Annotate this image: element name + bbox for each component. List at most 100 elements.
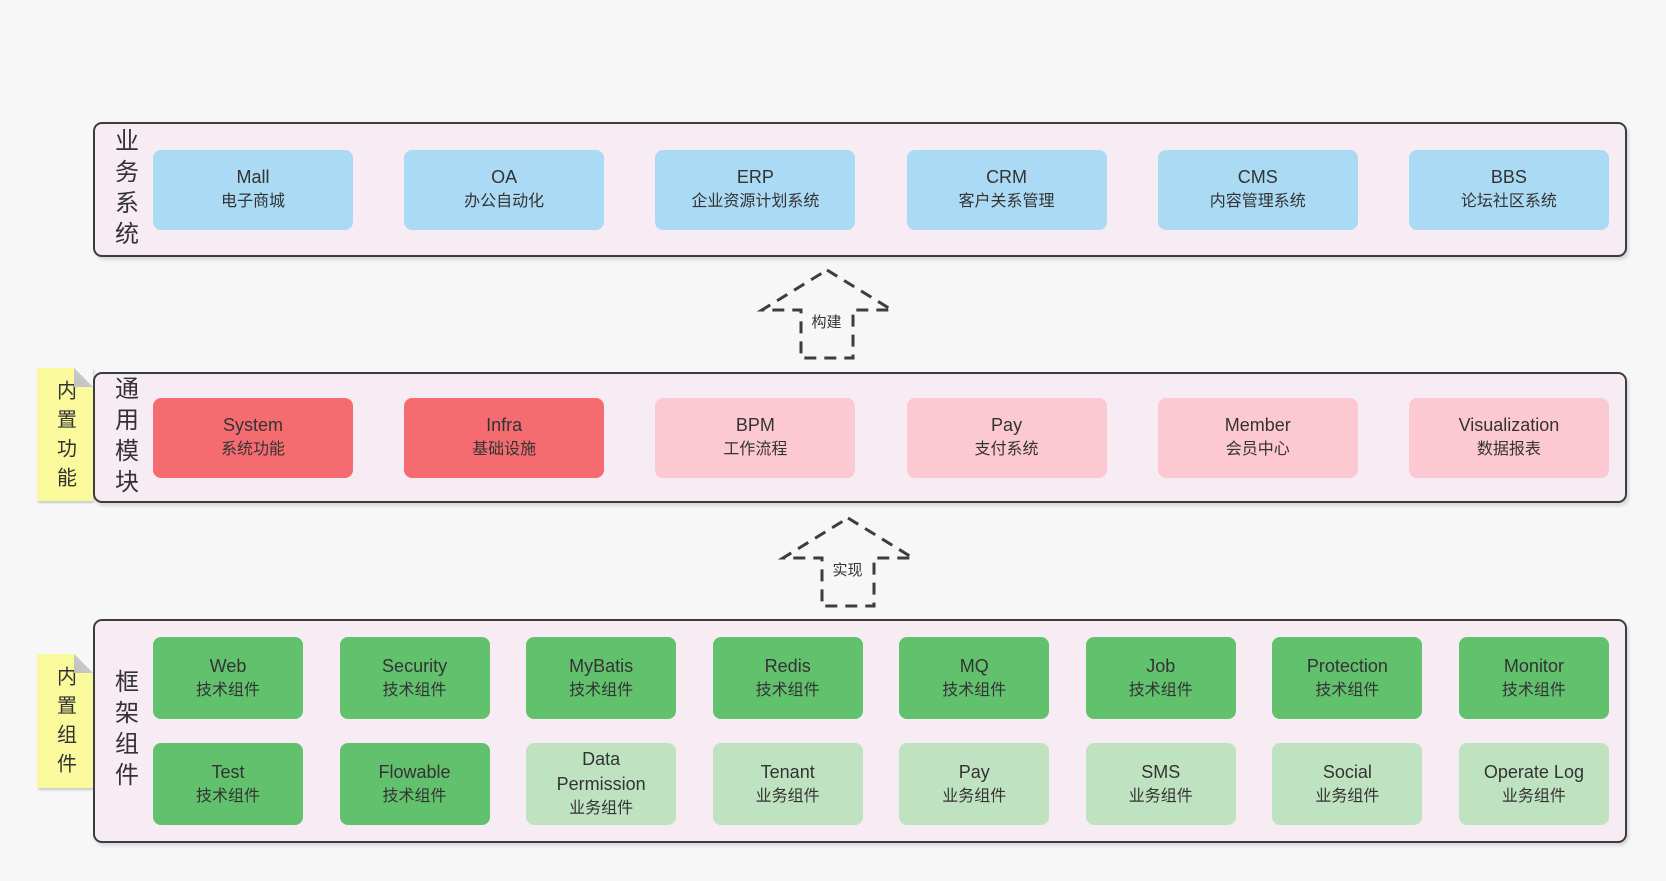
node-title: Infra bbox=[486, 415, 523, 435]
node-test: Test 技术组件 bbox=[153, 743, 303, 825]
node-subtitle: 论坛社区系统 bbox=[1460, 193, 1557, 210]
node-mq: MQ 技术组件 bbox=[899, 637, 1050, 719]
node-subtitle: 技术组件 bbox=[942, 681, 1007, 699]
node-title: Tenant bbox=[760, 761, 815, 782]
node-title: Flowable bbox=[378, 761, 451, 782]
node-title: MQ bbox=[959, 655, 989, 676]
node-title: Pay bbox=[991, 415, 1023, 435]
node-redis: Redis 技术组件 bbox=[712, 637, 863, 719]
node-bpm: BPM 工作流程 bbox=[655, 397, 856, 478]
node-bbs: BBS 论坛社区系统 bbox=[1408, 149, 1609, 230]
node-title: BBS bbox=[1490, 167, 1527, 187]
node-subtitle: 电子商城 bbox=[220, 193, 285, 210]
build-arrow-label: 构建 bbox=[808, 310, 845, 333]
node-subtitle: 业务组件 bbox=[1501, 787, 1566, 805]
node-title: Redis bbox=[764, 655, 811, 676]
node-mybatis: MyBatis 技术组件 bbox=[526, 637, 677, 719]
node-title: ERP bbox=[736, 167, 774, 187]
node-web: Web 技术组件 bbox=[153, 637, 303, 719]
build-arrow: 构建 bbox=[750, 266, 906, 362]
node-title: Mall bbox=[236, 167, 270, 187]
node-system: System 系统功能 bbox=[153, 397, 353, 478]
section-business-systems: 业务系统 Mall 电子商城 OA 办公自动化 ERP 企业资源计划系统 CRM 客户关系管理… bbox=[93, 122, 1627, 257]
node-title: Test bbox=[211, 761, 245, 782]
node-title: Job bbox=[1146, 655, 1176, 676]
node-title: Operate Log bbox=[1483, 761, 1584, 782]
node-grid-modules: System 系统功能 Infra 基础设施 BPM 工作流程 Pay 支付系统 Member 会… bbox=[153, 374, 1625, 501]
node-subtitle: 系统功能 bbox=[220, 441, 285, 458]
node-subtitle: 基础设施 bbox=[472, 441, 537, 458]
node-subtitle: 技术组件 bbox=[1128, 681, 1193, 699]
sticky-built-in-features-label: 内置功能 bbox=[53, 379, 76, 496]
sticky-built-in-components-label: 内置组件 bbox=[53, 666, 76, 782]
node-title: OA bbox=[491, 167, 518, 187]
node-title: Web bbox=[209, 655, 247, 676]
node-title: Pay bbox=[958, 761, 990, 782]
node-subtitle: 技术组件 bbox=[195, 787, 260, 805]
node-subtitle: 办公自动化 bbox=[464, 193, 545, 210]
node-subtitle: 内容管理系统 bbox=[1209, 193, 1306, 210]
node-row: Mall 电子商城 OA 办公自动化 ERP 企业资源计划系统 CRM 客户关系管理 CMS 内容… bbox=[153, 149, 1609, 230]
node-subtitle: 技术组件 bbox=[1501, 681, 1566, 699]
node-row: System 系统功能 Infra 基础设施 BPM 工作流程 Pay 支付系统 Member 会… bbox=[153, 397, 1609, 478]
node-subtitle: 企业资源计划系统 bbox=[691, 193, 820, 210]
node-subtitle: 工作流程 bbox=[723, 441, 788, 458]
node-subtitle: 技术组件 bbox=[569, 681, 634, 699]
node-title: Monitor bbox=[1503, 655, 1564, 676]
node-job: Job 技术组件 bbox=[1085, 637, 1236, 719]
node-operate-log: Operate Log 业务组件 bbox=[1458, 743, 1609, 825]
node-crm: CRM 客户关系管理 bbox=[906, 149, 1107, 230]
node-visualization: Visualization 数据报表 bbox=[1408, 397, 1609, 478]
node-title: BPM bbox=[735, 415, 775, 435]
node-subtitle: 技术组件 bbox=[382, 787, 447, 805]
node-subtitle: 数据报表 bbox=[1476, 441, 1541, 458]
node-subtitle: 客户关系管理 bbox=[958, 193, 1055, 210]
node-title: Protection bbox=[1306, 655, 1388, 676]
node-pay: Pay 支付系统 bbox=[906, 397, 1107, 478]
node-security: Security 技术组件 bbox=[339, 637, 490, 719]
node-title: CMS bbox=[1237, 167, 1278, 187]
node-subtitle: 会员中心 bbox=[1225, 441, 1290, 458]
node-subtitle: 技术组件 bbox=[755, 681, 820, 699]
node-title: Data Permission bbox=[556, 749, 646, 794]
node-oa: OA 办公自动化 bbox=[404, 149, 605, 230]
sticky-fold-icon bbox=[74, 654, 93, 673]
node-subtitle: 技术组件 bbox=[195, 681, 260, 699]
node-title: MyBatis bbox=[569, 655, 634, 676]
section-title-business: 业务系统 bbox=[110, 127, 138, 252]
node-subtitle: 业务组件 bbox=[1128, 787, 1193, 805]
node-title: Visualization bbox=[1458, 415, 1560, 435]
node-subtitle: 业务组件 bbox=[1315, 787, 1380, 805]
node-title: Security bbox=[382, 655, 448, 676]
node-title: System bbox=[222, 415, 283, 435]
node-title: Member bbox=[1224, 415, 1291, 435]
node-subtitle: 技术组件 bbox=[1315, 681, 1380, 699]
node-grid-business: Mall 电子商城 OA 办公自动化 ERP 企业资源计划系统 CRM 客户关系管理 CMS 内容… bbox=[153, 124, 1625, 255]
node-flowable: Flowable 技术组件 bbox=[339, 743, 490, 825]
sticky-built-in-features: 内置功能 bbox=[37, 368, 93, 501]
node-subtitle: 业务组件 bbox=[755, 787, 820, 805]
node-erp: ERP 企业资源计划系统 bbox=[655, 149, 856, 230]
sticky-fold-icon bbox=[74, 368, 93, 387]
arrow-up-icon bbox=[756, 268, 898, 360]
node-subtitle: 技术组件 bbox=[382, 681, 447, 699]
node-infra: Infra 基础设施 bbox=[404, 397, 605, 478]
node-monitor: Monitor 技术组件 bbox=[1458, 637, 1609, 719]
sticky-built-in-components: 内置组件 bbox=[37, 654, 93, 788]
node-title: CRM bbox=[986, 167, 1028, 187]
node-subtitle: 业务组件 bbox=[942, 787, 1007, 805]
section-title-framework: 框架组件 bbox=[110, 669, 138, 793]
node-member: Member 会员中心 bbox=[1157, 397, 1358, 478]
node-subtitle: 支付系统 bbox=[974, 441, 1039, 458]
node-tenant: Tenant 业务组件 bbox=[712, 743, 863, 825]
node-protection: Protection 技术组件 bbox=[1272, 637, 1423, 719]
node-mall: Mall 电子商城 bbox=[153, 149, 353, 230]
